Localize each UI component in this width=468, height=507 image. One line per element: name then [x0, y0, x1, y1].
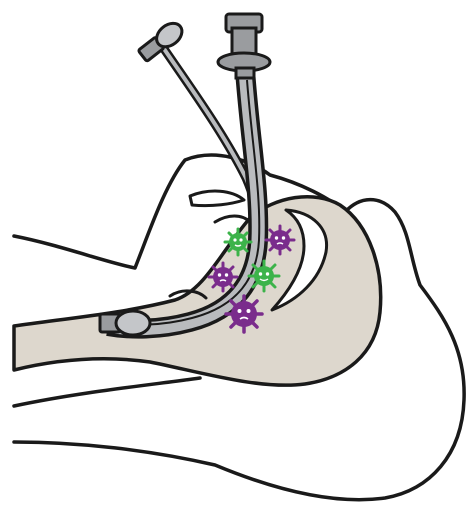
green-germ-icon	[225, 229, 251, 255]
pilot-balloon-icon	[136, 19, 186, 64]
purple-germ-icon	[226, 296, 262, 332]
purple-germ-icon	[266, 226, 294, 254]
green-germ-icon	[249, 261, 279, 291]
inflated-cuff-icon	[100, 311, 150, 335]
purple-germ-icon	[209, 263, 237, 291]
tube-connector-icon	[218, 14, 270, 78]
